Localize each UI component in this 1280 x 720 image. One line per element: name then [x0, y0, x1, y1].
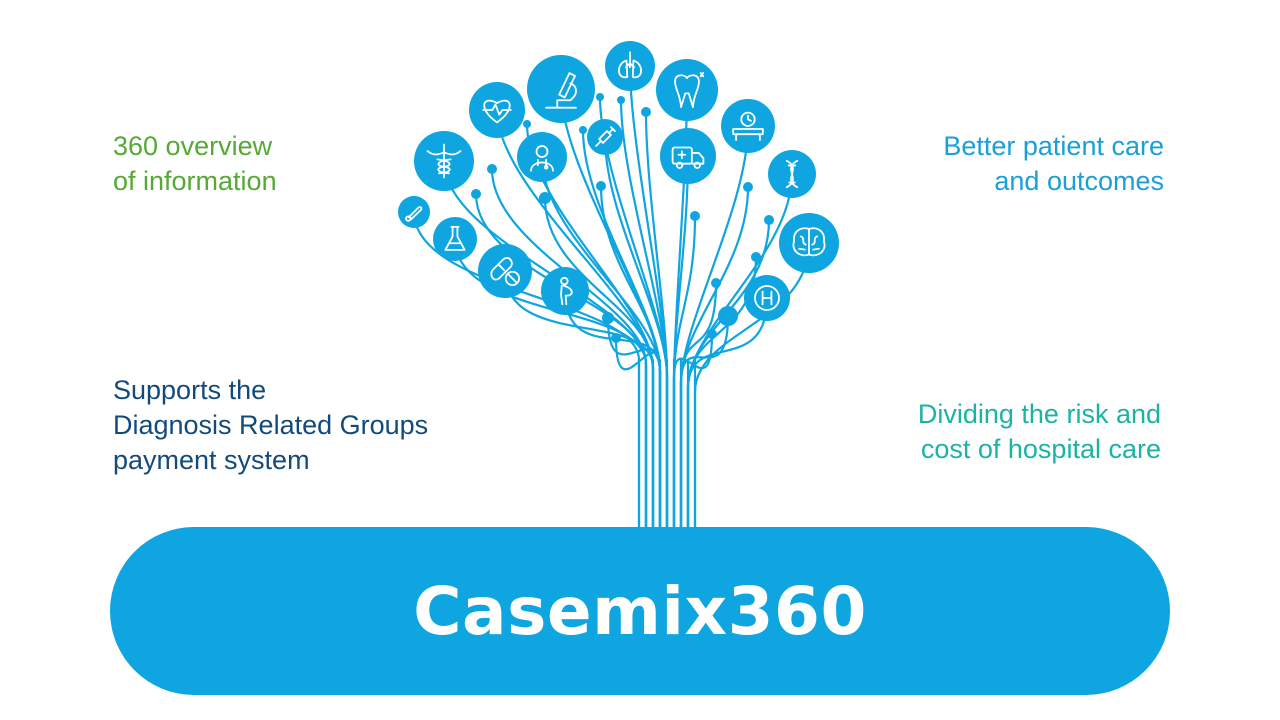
tree-node-doctor: [517, 132, 567, 182]
tree-branch-line: [679, 124, 750, 529]
tree-node-circle: [656, 59, 718, 121]
brain-icon: [792, 227, 826, 257]
tree-node-pregnant: [541, 267, 589, 315]
branch-tip-dot: [751, 252, 761, 262]
benefit-drg-support: Supports the Diagnosis Related Groups pa…: [113, 375, 429, 475]
tree-branch-line: [619, 98, 669, 529]
product-banner: Casemix360: [110, 527, 1170, 695]
tree-node-ambulance: [660, 128, 716, 184]
tree-branch-line: [581, 128, 662, 529]
clock-bed-icon: [732, 111, 764, 142]
tree-node-circle: [478, 244, 532, 298]
branch-tip-dot: [641, 107, 651, 117]
doctor-icon: [530, 145, 554, 172]
tree-node-clock-bed: [721, 99, 775, 153]
pregnant-icon: [560, 276, 573, 306]
branch-tip-dot: [611, 333, 621, 343]
tree-node-circle: [433, 217, 477, 261]
tree-node-dna: [768, 150, 816, 198]
tree-branch-line: [503, 269, 655, 529]
tree-branch-line: [672, 332, 714, 529]
tree-node-heart: [469, 82, 525, 138]
branch-tip-dot: [596, 181, 606, 191]
pills-icon: [490, 257, 521, 287]
tree-branch-line: [603, 135, 669, 529]
microscope-icon: [545, 72, 577, 109]
tree-node-brain: [779, 213, 839, 273]
flask-icon: [444, 226, 466, 251]
thermometer-icon: [405, 206, 423, 222]
branch-tip-dot: [523, 120, 531, 128]
branch-tip-dot: [690, 211, 700, 221]
heart-icon: [482, 99, 512, 124]
benefit-360-overview: 360 overview of information: [113, 131, 277, 196]
branch-tip-dot: [471, 189, 481, 199]
tree-node-circle: [660, 128, 716, 184]
hospital-icon: [754, 285, 780, 311]
tree-node-circle: [541, 267, 589, 315]
tree-node-syringe: [587, 119, 623, 155]
tree-node-pills: [478, 244, 532, 298]
branch-tip-dot: [617, 96, 625, 104]
tree-node-lungs: [605, 41, 655, 91]
tree-node-flask: [433, 217, 477, 261]
tree-branch-line: [679, 281, 718, 529]
tree-node-thermometer: [398, 196, 430, 228]
branch-tip-dot: [596, 93, 604, 101]
benefit-better-care: Better patient care and outcomes: [943, 131, 1164, 196]
ambulance-icon: [671, 146, 705, 169]
tree-branch-line: [686, 172, 794, 529]
branch-tip-dot: [718, 306, 738, 326]
dna-icon: [785, 159, 799, 189]
tree-branch-line: [606, 316, 662, 529]
branch-tip-dot: [579, 126, 587, 134]
tree-node-tooth: [656, 59, 718, 121]
tree-node-hospital: [744, 275, 790, 321]
branch-tip-dot: [602, 312, 614, 324]
product-name: Casemix360: [413, 572, 867, 650]
tree-node-circle: [587, 119, 623, 155]
branch-tip-dot: [707, 329, 717, 339]
branch-tip-dot: [539, 192, 551, 204]
benefit-risk-division: Dividing the risk and cost of hospital c…: [917, 399, 1161, 464]
branch-tip-dot: [711, 278, 721, 288]
branch-tip-dot: [764, 215, 774, 225]
tree-branch-line: [474, 192, 648, 529]
tree-node-microscope: [527, 55, 595, 123]
tree-node-caduceus: [414, 131, 474, 191]
tree-branch-line: [412, 210, 641, 529]
tree-branch-line: [679, 314, 730, 529]
tooth-icon: [674, 72, 705, 108]
syringe-icon: [595, 126, 616, 147]
branch-tip-dot: [487, 164, 497, 174]
tree-branch-line: [543, 196, 655, 529]
branch-tip-dot: [743, 182, 753, 192]
caduceus-icon: [426, 143, 462, 179]
lungs-icon: [618, 51, 642, 79]
